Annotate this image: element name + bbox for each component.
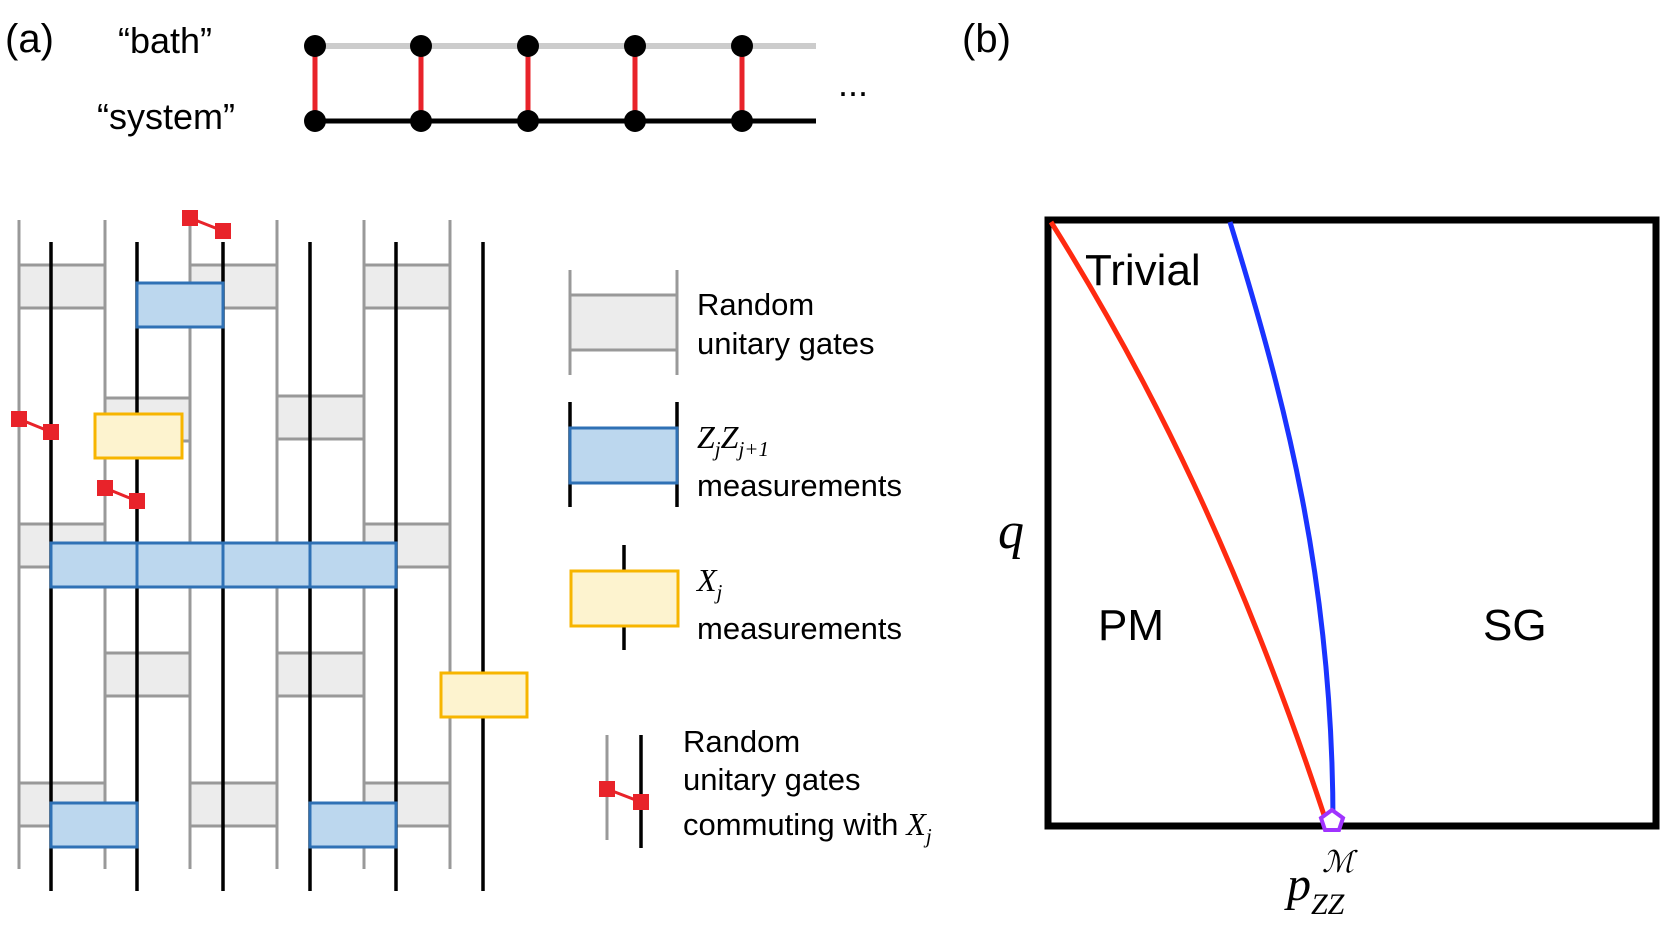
- random-unitary-gate: [275, 394, 366, 441]
- x-axis-label-superscript: ℳ: [1322, 846, 1358, 879]
- coupling-bond: [304, 35, 326, 132]
- zz-measurements: [49, 281, 398, 849]
- coupling-bond: [624, 35, 646, 132]
- random-unitary-gate: [275, 651, 366, 698]
- panel-b-label: (b): [962, 17, 1011, 61]
- bath-system-ladder: ...: [304, 35, 868, 132]
- bath-label: “bath”: [118, 20, 212, 61]
- legend-commuting-line1: Random: [683, 724, 800, 759]
- commuting-unitary-gate: [97, 480, 145, 509]
- coupling-bond: [517, 35, 539, 132]
- system-site: [304, 110, 326, 132]
- region-pm-label: PM: [1098, 601, 1164, 650]
- commuting-unitary-gate: [11, 411, 59, 440]
- ellipsis: ...: [838, 63, 868, 104]
- coupling-bond: [410, 35, 432, 132]
- random-unitary-gate: [17, 263, 107, 310]
- zz-measurement: [308, 541, 398, 589]
- zz-measurement: [308, 801, 398, 849]
- random-unitary-gate: [103, 651, 192, 698]
- legend-commuting-line2: unitary gates: [683, 762, 861, 797]
- random-unitary-gate: [188, 781, 279, 828]
- critical-point-marker: [1318, 807, 1346, 832]
- zz-measurement: [49, 541, 139, 589]
- region-trivial-label: Trivial: [1085, 246, 1201, 295]
- zz-measurement: [221, 541, 312, 589]
- blue-phase-boundary: [1227, 221, 1336, 825]
- legend-zz-text: measurements: [697, 468, 902, 503]
- random-unitary-gate: [362, 263, 452, 310]
- red-phase-boundary: [1048, 220, 1330, 825]
- bath-site: [410, 35, 432, 57]
- x-measurements: [93, 412, 529, 719]
- phase-diagram: Trivial PM SG q pZZ ℳ: [998, 216, 1660, 921]
- commuting-unitary-gates: [11, 210, 231, 509]
- legend-x-label: Xj: [695, 562, 723, 604]
- system-label: “system”: [97, 96, 235, 137]
- legend-x-measurement: Xj measurements: [569, 545, 902, 650]
- quantum-circuit: [11, 210, 529, 891]
- legend-x-text: measurements: [697, 611, 902, 646]
- region-sg-label: SG: [1483, 601, 1547, 650]
- y-axis-label: q: [998, 503, 1024, 560]
- bath-site: [304, 35, 326, 57]
- panel-a-label: (a): [5, 17, 54, 61]
- legend-unitary-line1: Random: [697, 287, 814, 322]
- zz-measurement: [49, 801, 139, 849]
- phase-diagram-frame: [1044, 216, 1660, 830]
- coupling-bond: [731, 35, 753, 132]
- system-site: [624, 110, 646, 132]
- bath-site: [624, 35, 646, 57]
- zz-measurement: [135, 541, 225, 589]
- legend-unitary-line2: unitary gates: [697, 326, 875, 361]
- bath-site: [517, 35, 539, 57]
- x-axis-label: pZZ: [1284, 858, 1345, 921]
- system-site: [410, 110, 432, 132]
- legend-zz-measurement: ZjZj+1 measurements: [568, 402, 902, 507]
- system-site: [517, 110, 539, 132]
- commuting-unitary-gate: [182, 210, 231, 239]
- x-measurement: [93, 412, 184, 460]
- system-site: [731, 110, 753, 132]
- bath-site: [731, 35, 753, 57]
- zz-measurement: [135, 281, 225, 329]
- x-measurement: [439, 671, 529, 719]
- legend-zz-label: ZjZj+1: [697, 419, 769, 461]
- legend-random-unitary: Random unitary gates: [568, 270, 875, 375]
- legend: Random unitary gates ZjZj+1 measurements…: [568, 270, 932, 848]
